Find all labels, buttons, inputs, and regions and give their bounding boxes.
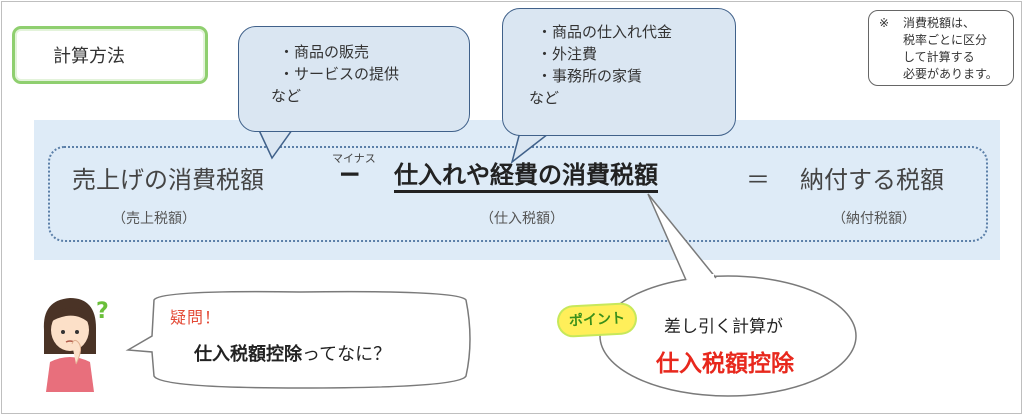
note-text: 消費税額は、 税率ごとに区分 して計算する 必要があります。	[903, 16, 998, 81]
purchase-tax-subtitle: （仕入税額）	[480, 211, 564, 227]
point-badge: ポイント	[558, 304, 636, 336]
purchase-examples-bubble: ・商品の仕入れ代金 ・外注費 ・事務所の家賃 など	[502, 8, 736, 136]
question-keyword: 仕入税額控除	[194, 344, 302, 365]
question-bubble	[125, 290, 471, 389]
minus-sign: −	[338, 157, 362, 190]
method-label: 計算方法	[53, 46, 125, 67]
question-title: 疑問！	[170, 308, 222, 327]
equals-sign: ＝	[746, 166, 770, 194]
purchase-item: ・商品の仕入れ代金	[537, 23, 673, 41]
payable-tax-term: 納付する税額	[800, 166, 944, 194]
question-body: 仕入税額控除ってなに？	[194, 340, 391, 366]
tax-rate-note: ※ 消費税額は、 税率ごとに区分 して計算する 必要があります。	[868, 10, 1014, 86]
question-rest: ってなに？	[302, 344, 392, 365]
svg-text:?: ?	[96, 299, 109, 324]
sales-tax-term: 売上げの消費税額	[72, 166, 264, 194]
sales-bubble-tail	[256, 127, 294, 160]
method-label-box: 計算方法	[12, 26, 208, 84]
purchase-etc: など	[529, 89, 560, 107]
sales-tax-subtitle: （売上税額）	[112, 211, 196, 227]
purchase-item: ・外注費	[537, 45, 598, 63]
point-line1: 差し引く計算が	[664, 317, 783, 337]
purchase-item: ・事務所の家賃	[537, 67, 643, 85]
note-mark: ※	[879, 16, 890, 30]
sales-item: ・サービスの提供	[279, 65, 400, 83]
point-line2: 仕入税額控除	[656, 351, 794, 377]
purchase-bubble-tail	[510, 131, 551, 164]
point-bubble-tail	[647, 193, 717, 281]
sales-etc: など	[271, 87, 302, 105]
point-bubble	[599, 275, 857, 397]
sales-examples-bubble: ・商品の販売 ・サービスの提供 など	[238, 26, 470, 132]
payable-tax-subtitle: （納付税額）	[832, 211, 916, 227]
sales-item: ・商品の販売	[279, 43, 370, 61]
thinking-person-illustration: ?	[43, 298, 109, 392]
minus-ruby: マイナス	[332, 152, 376, 165]
purchase-tax-term: 仕入れや経費の消費税額	[394, 160, 658, 193]
